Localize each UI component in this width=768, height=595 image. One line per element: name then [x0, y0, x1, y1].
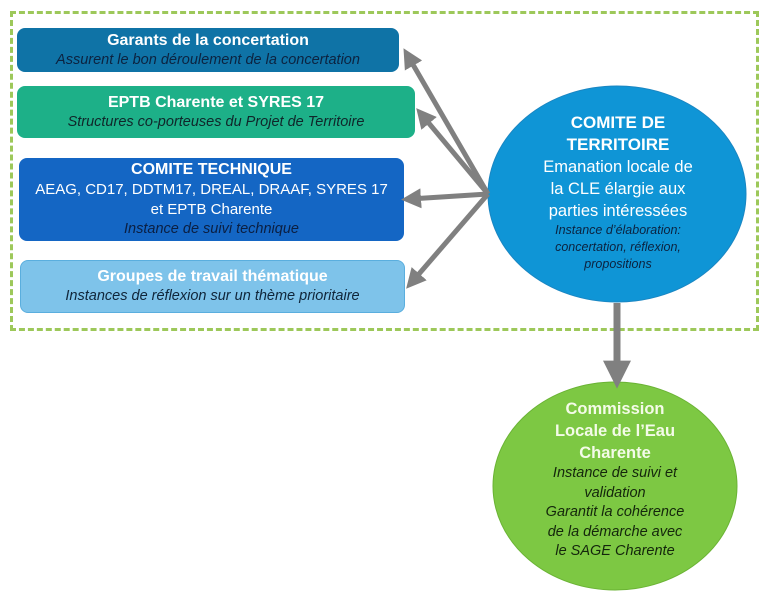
comite-technique-title: COMITE TECHNIQUE: [131, 161, 292, 178]
arrow-to-comite-technique: [401, 188, 489, 209]
comite-technique-members-line: AEAG, CD17, DDTM17, DREAL, DRAAF, SYRES …: [35, 181, 388, 198]
comite-territoire-text: COMITE DE TERRITOIRE Emanation locale de…: [500, 112, 736, 273]
cle-title: Commission: [565, 400, 665, 418]
projet-territoire-frame: [10, 11, 759, 331]
comite-territoire-subtitle: concertation, réflexion,: [555, 240, 681, 254]
cle-subtitle: Garantit la cohérence: [545, 504, 685, 520]
comite-technique-members-line: et EPTB Charente: [150, 201, 273, 218]
cle-subtitle: Instance de suivi et: [552, 465, 678, 481]
comite-technique-box: COMITE TECHNIQUE AEAG, CD17, DDTM17, DRE…: [19, 158, 404, 241]
garants-title: Garants de la concertation: [107, 31, 309, 49]
arrow-to-groupes: [406, 192, 490, 289]
comite-territoire-title: TERRITOIRE: [566, 135, 670, 154]
arrow-to-eptb: [416, 108, 490, 196]
garants-box: Garants de la concertation Assurent le b…: [17, 28, 399, 72]
eptb-title: EPTB Charente et SYRES 17: [107, 93, 325, 111]
eptb-subtitle: Structures co-porteuses du Projet de Ter…: [67, 113, 365, 130]
comite-technique-subtitle: Instance de suivi technique: [124, 221, 299, 237]
comite-territoire-title: COMITE DE: [570, 113, 666, 132]
arrow-to-garants: [403, 48, 491, 196]
comite-territoire-subtitle: propositions: [584, 257, 652, 271]
cle-text: Commission Locale de l’Eau Charente Inst…: [500, 398, 730, 562]
eptb-box: EPTB Charente et SYRES 17 Structures co-…: [17, 86, 415, 138]
comite-territoire-description: Emanation locale de: [543, 158, 693, 176]
comite-territoire-description: la CLE élargie aux: [550, 180, 686, 198]
cle-subtitle: le SAGE Charente: [555, 543, 675, 559]
groupes-travail-box: Groupes de travail thématique Instances …: [20, 260, 405, 313]
cle-subtitle: validation: [584, 484, 646, 501]
garants-subtitle: Assurent le bon déroulement de la concer…: [56, 51, 360, 68]
comite-territoire-subtitle: Instance d’élaboration:: [555, 223, 681, 237]
cle-title: Locale de l’Eau: [554, 422, 676, 440]
cle-subtitle: de la démarche avec: [547, 523, 683, 540]
cle-title: Charente: [579, 444, 651, 462]
groupes-subtitle: Instances de réflexion sur un thème prio…: [65, 288, 360, 304]
comite-territoire-description: parties intéressées: [548, 202, 688, 220]
groupes-title: Groupes de travail thématique: [97, 268, 328, 285]
